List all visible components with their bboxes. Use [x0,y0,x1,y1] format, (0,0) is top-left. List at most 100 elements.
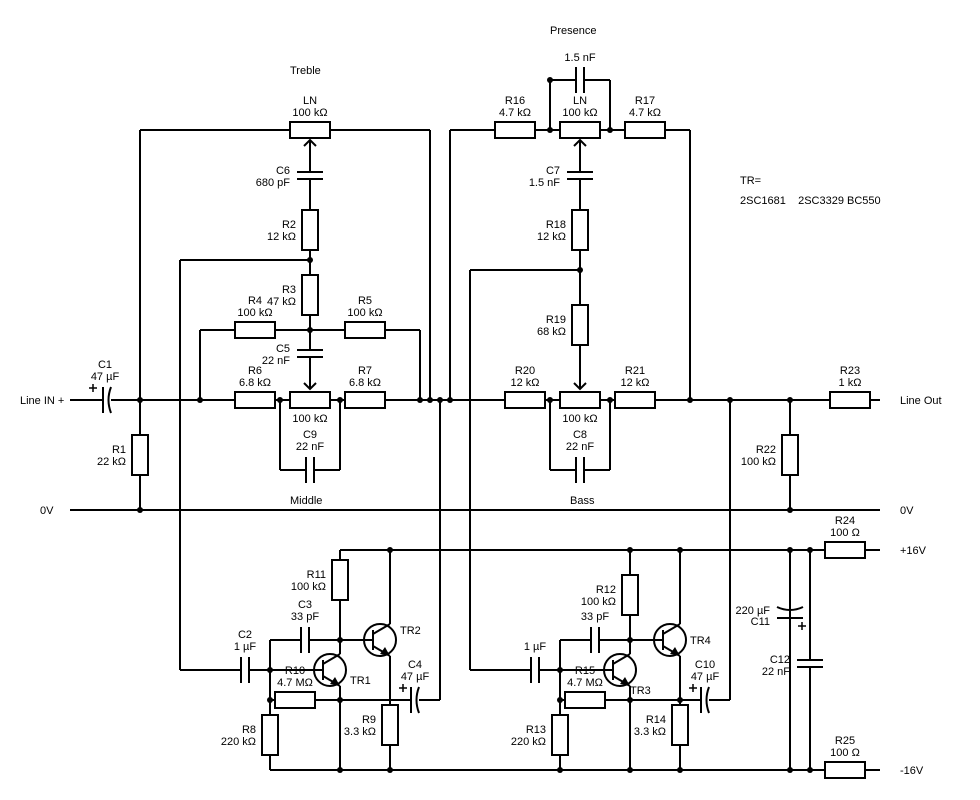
pot-middle [289,391,331,409]
transistor-tr1 [313,653,347,687]
r1-value: 22 kΩ [97,456,126,468]
wires [70,79,880,771]
line-out-label: Line Out [900,395,942,407]
r13-value: 220 kΩ [511,736,546,748]
c10-name: C10 [695,659,715,671]
capacitor-plates [102,67,823,714]
resistor-r2 [301,209,319,251]
tr2-label: TR2 [400,625,421,637]
r8-name: R8 [242,724,256,736]
r5-name: R5 [358,295,372,307]
c4-value: 47 µF [401,671,430,683]
resistor-r7 [344,391,386,409]
c11-name: C11 [751,616,770,628]
c6-name: C6 [276,165,290,177]
r5-value: 100 kΩ [347,307,382,319]
transistor-tr2 [363,623,397,657]
c3-value: 33 pF [291,611,319,623]
pot-presence-name: LN [573,95,587,107]
ground-label-left: 0V [40,505,54,517]
r19-name: R19 [546,314,566,326]
r4-name: R4 [248,295,262,307]
pot-treble-name: LN [303,95,317,107]
r15-name: R15 [575,665,595,677]
ground-label-right: 0V [900,505,914,517]
c12-name: C12 [770,654,790,666]
r17-value: 4.7 kΩ [629,107,661,119]
tr4-label: TR4 [690,635,711,647]
r9-name: R9 [362,714,376,726]
capacitor-labels: C1 47 µF C2 1 µF C3 33 pF C4 47 µF C5 22… [91,52,790,683]
resistor-r10 [274,691,316,709]
r22-name: R22 [756,444,776,456]
r23-name: R23 [840,365,860,377]
resistor-r12 [621,574,639,616]
junction-dots [137,77,813,773]
resistor-r17 [624,121,666,139]
resistor-r5 [344,321,386,339]
c12-value: 22 nF [762,666,790,678]
c2-name: C2 [238,629,252,641]
c-presence-value: 1.5 nF [564,52,595,64]
resistor-r18 [571,209,589,251]
r20-value: 12 kΩ [510,377,539,389]
treble-label: Treble [290,65,321,77]
r18-name: R18 [546,219,566,231]
c11-value: 220 µF [736,605,771,617]
r12-name: R12 [596,584,616,596]
r16-name: R16 [505,95,525,107]
r6-value: 6.8 kΩ [239,377,271,389]
r19-value: 68 kΩ [537,326,566,338]
resistor-r4 [234,321,276,339]
c6-value: 680 pF [256,177,291,189]
r14-name: R14 [646,714,666,726]
r11-name: R11 [307,569,326,581]
resistor-r22 [781,434,799,476]
r23-value: 1 kΩ [839,377,862,389]
resistor-r15 [564,691,606,709]
c1-value: 47 µF [91,371,120,383]
resistor-r23 [829,391,871,409]
pot-bass [559,391,601,409]
r25-name: R25 [835,735,855,747]
resistor-r21 [614,391,656,409]
r21-name: R21 [625,365,645,377]
resistor-r25 [824,761,866,779]
transistor-tr3 [603,653,637,687]
r14-value: 3.3 kΩ [634,726,666,738]
resistor-r19 [571,304,589,346]
r10-value: 4.7 MΩ [277,677,313,689]
pot-treble-value: 100 kΩ [292,107,327,119]
middle-label: Middle [290,495,322,507]
r12-value: 100 kΩ [581,596,616,608]
c8-name: C8 [573,429,587,441]
resistor-labels: R1 22 kΩ R2 12 kΩ R3 47 kΩ R4 100 kΩ R5 … [97,95,861,759]
r24-value: 100 Ω [830,527,860,539]
c-in2-value: 1 µF [524,641,547,653]
r22-value: 100 kΩ [741,456,776,468]
r15-value: 4.7 MΩ [567,677,603,689]
r6-name: R6 [248,365,262,377]
c5-name: C5 [276,343,290,355]
c2-value: 1 µF [234,641,257,653]
plus-supply-label: +16V [900,545,927,557]
r2-name: R2 [282,219,296,231]
resistor-r9 [381,704,399,746]
resistor-bodies [131,121,871,779]
r7-value: 6.8 kΩ [349,377,381,389]
c5-value: 22 nF [262,355,290,367]
pot-presence-value: 100 kΩ [562,107,597,119]
resistor-r3 [301,274,319,316]
presence-label: Presence [550,25,596,37]
c7-value: 1.5 nF [529,177,560,189]
r4-value: 100 kΩ [237,307,272,319]
c1-name: C1 [98,359,112,371]
tr3-label: TR3 [630,685,651,697]
r11-value: 100 kΩ [291,581,326,593]
bass-label: Bass [570,495,595,507]
resistor-r20 [504,391,546,409]
pot-presence [559,121,601,139]
r16-value: 4.7 kΩ [499,107,531,119]
r1-name: R1 [112,444,126,456]
